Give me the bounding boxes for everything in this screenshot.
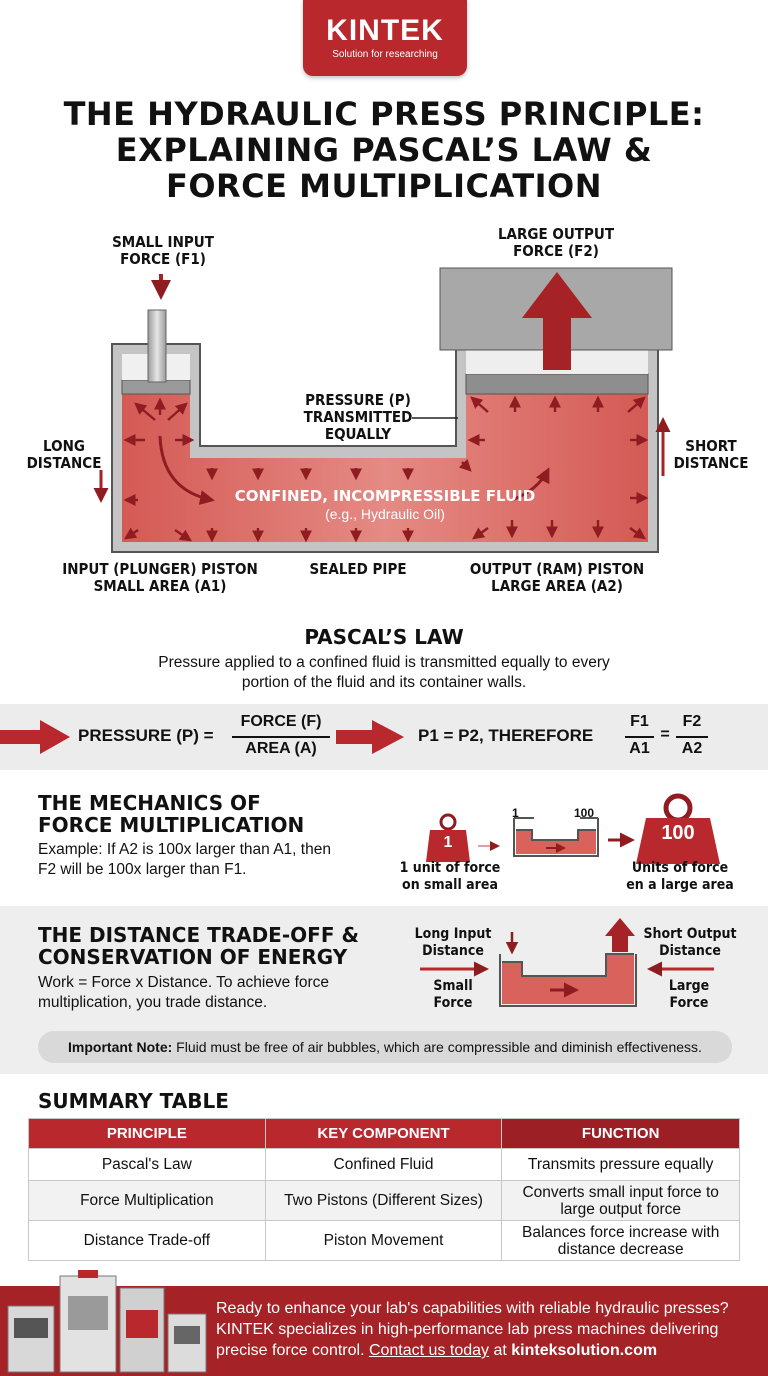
small-weight-icon (426, 830, 470, 862)
title-line-3: FORCE MULTIPLICATION (165, 167, 603, 205)
important-note: Important Note: Fluid must be free of ai… (38, 1031, 732, 1063)
footer-line-2: KINTEK specializes in high-performance l… (216, 1321, 719, 1338)
input-piston-label: INPUT (PLUNGER) PISTON SMALL AREA (A1) (62, 560, 258, 595)
summary-header-row: PRINCIPLE KEY COMPONENT FUNCTION (28, 1118, 740, 1149)
mini-press-left-label: 1 (512, 806, 519, 820)
distance-text-line-2: multiplication, you trade distance. (38, 994, 268, 1011)
small-input-force-label: SMALL INPUT FORCE (F1) (112, 233, 214, 268)
table-cell: Confined Fluid (264, 1148, 503, 1181)
title-line-2: EXPLAINING PASCAL’S LAW & (115, 131, 653, 169)
large-force-caption: Units of force en a large area (626, 860, 734, 893)
output-up-arrow-icon (605, 918, 635, 952)
mechanics-heading-line-1: THE MECHANICS OF (38, 791, 261, 815)
force-multiplication-icons (426, 793, 720, 864)
formula-f1: F1 (630, 713, 649, 730)
table-cell: Converts small input force to large outp… (501, 1180, 740, 1221)
formula-equals: = (660, 726, 670, 743)
table-cell: Two Pistons (Different Sizes) (264, 1180, 503, 1221)
distance-heading-line-2: CONSERVATION OF ENERGY (38, 945, 348, 969)
formula-force: FORCE (F) (240, 713, 322, 730)
large-force-label: Large Force (668, 978, 710, 1011)
kintek-logo[interactable]: KINTEK Solution for researching (303, 0, 467, 76)
summary-table: PRINCIPLE KEY COMPONENT FUNCTION Pascal'… (28, 1118, 740, 1261)
note-bold: Important Note: (68, 1039, 173, 1055)
formula-arrow-right-icon (336, 720, 404, 754)
small-weight-value: 1 (443, 834, 453, 851)
small-force-label: Small Force (433, 978, 473, 1011)
formula-f2: F2 (682, 713, 702, 730)
table-cell: Force Multiplication (28, 1180, 266, 1221)
table-row: Force Multiplication Two Pistons (Differ… (28, 1180, 740, 1221)
pressure-arrows (123, 395, 649, 543)
distance-press-fluid (502, 954, 634, 1004)
col-key-component: KEY COMPONENT (264, 1118, 503, 1149)
formula-arrows (0, 720, 708, 754)
table-cell: Transmits pressure equally (501, 1148, 740, 1181)
table-row: Distance Trade-off Piston Movement Balan… (28, 1220, 740, 1261)
table-cell: Balances force increase with distance de… (501, 1220, 740, 1261)
distance-heading-line-1: THE DISTANCE TRADE-OFF & (38, 923, 359, 947)
long-distance-label: LONG DISTANCE (26, 437, 102, 472)
page-title: THE HYDRAULIC PRESS PRINCIPLE: EXPLAININ… (0, 96, 768, 204)
formula-left-label: PRESSURE (P) = (78, 726, 214, 745)
short-output-distance-label: Short Output Distance (643, 926, 737, 959)
sealed-pipe-label: SEALED PIPE (309, 560, 407, 578)
mechanics-text-line-2: F2 will be 100x larger than F1. (38, 861, 247, 878)
title-line-1: THE HYDRAULIC PRESS PRINCIPLE: (63, 95, 705, 133)
formula-a1: A1 (629, 740, 650, 757)
short-distance-label: SHORT DISTANCE (673, 437, 749, 472)
logo-brand: KINTEK (326, 14, 444, 47)
pascal-text-line-1: Pressure applied to a confined fluid is … (158, 654, 610, 671)
long-input-distance-label: Long Input Distance (414, 926, 492, 959)
distance-tradeoff-diagram (420, 918, 714, 1007)
summary-heading: SUMMARY TABLE (38, 1089, 229, 1113)
large-output-force-label: LARGE OUTPUT FORCE (F2) (497, 225, 615, 260)
formula-right-label: P1 = P2, THEREFORE (418, 726, 594, 745)
formula-area: AREA (A) (245, 740, 317, 757)
footer-line-1: Ready to enhance your lab's capabilities… (216, 1300, 729, 1317)
footer-text: Ready to enhance your lab's capabilities… (216, 1298, 764, 1361)
pascal-heading: PASCAL’S LAW (304, 625, 464, 649)
formula-a2: A2 (681, 740, 703, 757)
formula-arrow-left-icon (0, 720, 70, 754)
footer-line-3-pre: precise force control. (216, 1342, 369, 1359)
contact-link[interactable]: Contact us today (368, 1342, 490, 1359)
mechanics-heading-line-2: FORCE MULTIPLICATION (38, 813, 305, 837)
mechanics-text-line-1: Example: If A2 is 100x larger than A1, t… (38, 841, 331, 858)
footer-site[interactable]: kinteksolution.com (511, 1342, 658, 1359)
note-text: Fluid must be free of air bubbles, which… (172, 1039, 702, 1055)
small-force-caption: 1 unit of force on small area (399, 860, 501, 893)
hydraulic-press-diagram (93, 267, 673, 553)
footer-banner: Ready to enhance your lab's capabilities… (0, 1270, 768, 1376)
large-weight-icon (636, 818, 720, 864)
large-weight-value: 100 (661, 822, 695, 844)
pascal-text-line-2: portion of the fluid and its container w… (241, 674, 527, 691)
table-cell: Distance Trade-off (28, 1220, 266, 1261)
table-row: Pascal's Law Confined Fluid Transmits pr… (28, 1148, 740, 1181)
plunger-rod (147, 309, 167, 383)
pressure-transmitted-label: PRESSURE (P) TRANSMITTED EQUALLY (303, 391, 413, 443)
col-function: FUNCTION (501, 1118, 740, 1149)
fluid-body (122, 392, 648, 542)
footer-line-3-mid: at (489, 1342, 512, 1359)
table-cell: Pascal's Law (28, 1148, 266, 1181)
mini-press-right-label: 100 (574, 806, 595, 820)
table-cell: Piston Movement (264, 1220, 503, 1261)
col-principle: PRINCIPLE (28, 1118, 266, 1149)
output-force-arrow-icon (522, 272, 592, 370)
press-machines-image (7, 1270, 207, 1373)
footer-line-3: precise force control. Contact us today … (216, 1340, 764, 1361)
fluid-sublabel: (e.g., Hydraulic Oil) (325, 506, 445, 522)
output-piston-label: OUTPUT (RAM) PISTON LARGE AREA (A2) (469, 560, 645, 595)
large-piston (465, 373, 649, 395)
distance-text-line-1: Work = Force x Distance. To achieve forc… (38, 974, 330, 991)
fluid-label: CONFINED, INCOMPRESSIBLE FLUID (234, 487, 536, 505)
mini-press-icon (516, 830, 596, 854)
logo-tagline: Solution for researching (332, 49, 438, 60)
